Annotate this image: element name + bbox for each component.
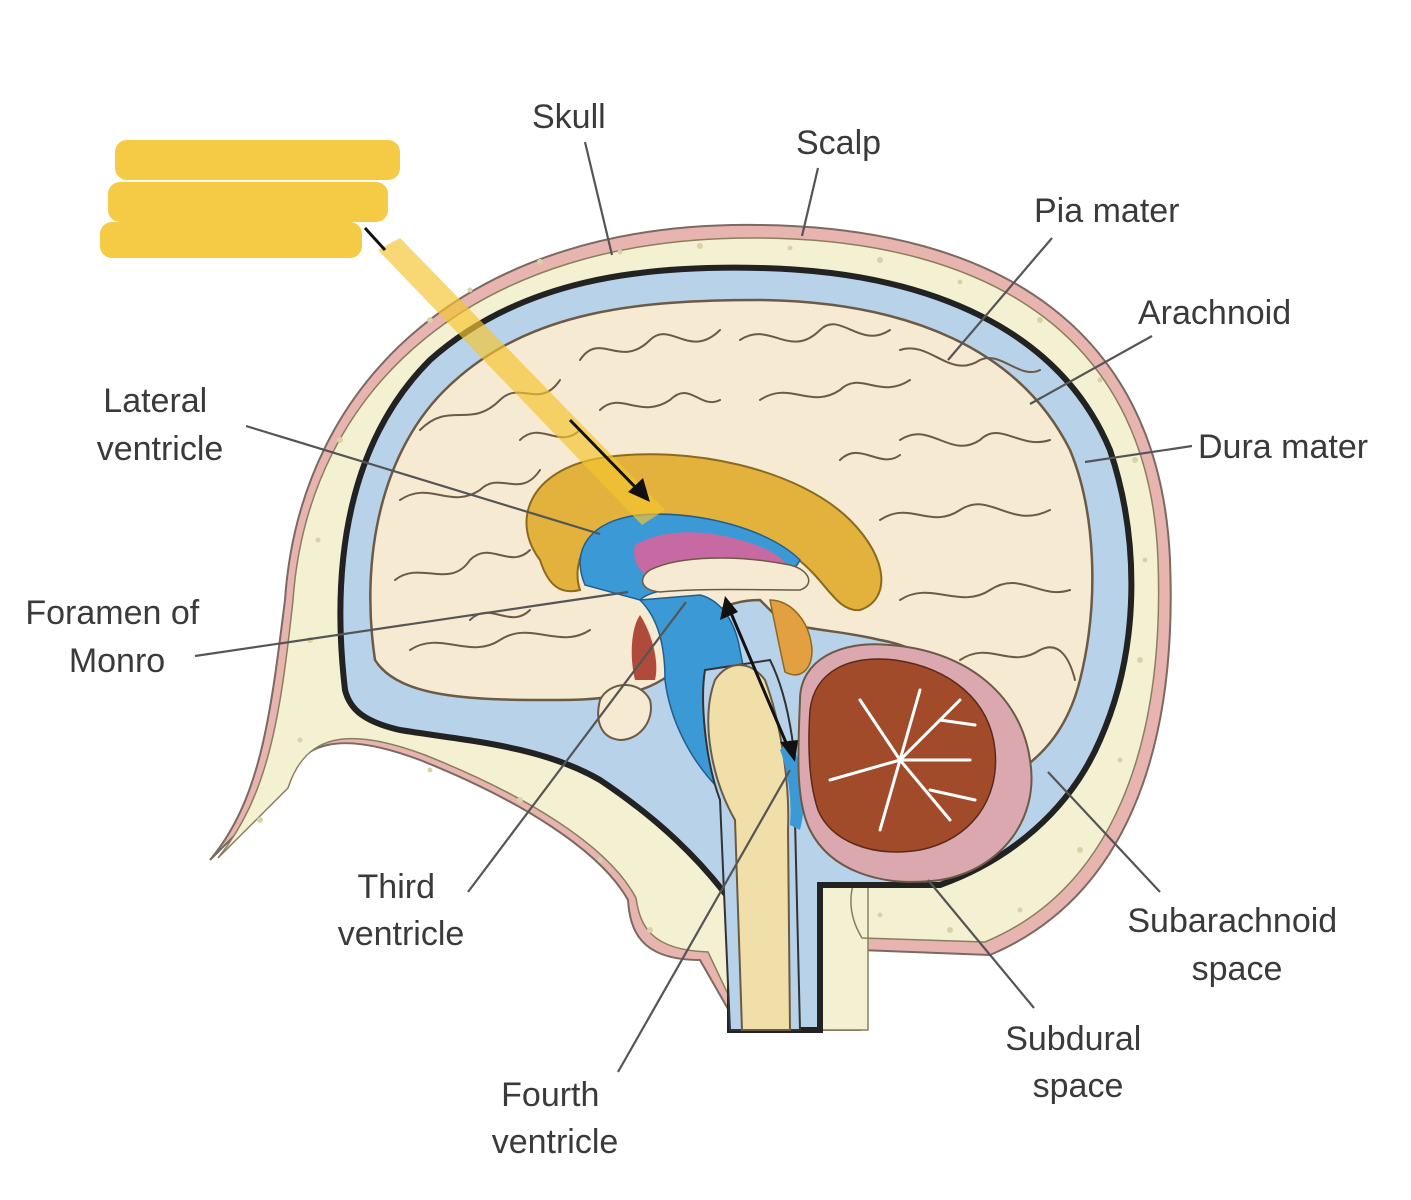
label-third-line1: Third <box>358 868 435 906</box>
label-foramen-line2: Monro <box>69 642 165 680</box>
leader-third-ventricle <box>467 601 687 893</box>
arbor-vitae <box>828 688 977 832</box>
annotation-arrows <box>363 226 798 762</box>
label-lateral-ventricle-line1: Lateral <box>103 382 207 420</box>
labels: Skull Scalp Pia mater Arachnoid Dura mat… <box>25 98 1368 1161</box>
label-lateral-ventricle: Lateral ventricle <box>97 382 224 468</box>
label-subdural-line2: space <box>1033 1067 1124 1105</box>
leader-subarachnoid-space <box>1047 771 1161 893</box>
label-fourth-line2: ventricle <box>492 1123 619 1161</box>
highlighter-annotation <box>100 140 665 525</box>
label-third-line2: ventricle <box>338 915 465 953</box>
redaction-bar-3 <box>100 222 362 258</box>
leader-lateral-ventricle <box>245 424 601 536</box>
label-skull: Skull <box>532 98 606 136</box>
redaction-bar-2 <box>108 182 388 222</box>
leader-subdural-space <box>927 879 1035 1009</box>
midline-structures <box>525 453 883 801</box>
leader-fourth-ventricle <box>617 769 791 1073</box>
leader-lines <box>194 141 1193 1073</box>
brainstem <box>597 599 813 1031</box>
arrow-to-lateral-ventricle <box>568 418 642 494</box>
double-arrow-aqueduct <box>726 605 792 753</box>
midbrain-tectum <box>769 599 813 676</box>
label-foramen-of-monro: Foramen of Monro <box>25 594 208 680</box>
leader-arachnoid <box>1029 335 1153 405</box>
label-fourth-ventricle: Fourth ventricle <box>492 1076 619 1161</box>
brainstem-body <box>707 664 792 1031</box>
hypothalamus-region <box>631 615 657 680</box>
label-lateral-ventricle-line2: ventricle <box>97 430 224 468</box>
leader-scalp <box>800 167 820 237</box>
label-subdural-line1: Subdural <box>1005 1020 1141 1058</box>
label-foramen-line1: Foramen of <box>25 594 199 632</box>
leader-dura-mater <box>1084 444 1193 464</box>
redaction-bar-1 <box>115 140 400 180</box>
fornix <box>641 557 810 593</box>
label-arachnoid: Arachnoid <box>1138 294 1291 332</box>
leader-skull <box>583 141 614 256</box>
label-scalp: Scalp <box>796 124 881 162</box>
label-subarachnoid-line2: space <box>1192 950 1283 988</box>
cerebellum <box>797 643 1033 883</box>
leader-pia-mater <box>947 237 1053 361</box>
highlight-stroke <box>378 238 665 525</box>
label-subdural-space: Subdural space <box>1005 1020 1151 1105</box>
label-pia-mater: Pia mater <box>1034 192 1180 230</box>
label-third-ventricle: Third ventricle <box>338 868 465 953</box>
leader-foramen-of-monro <box>194 590 629 658</box>
label-subarachnoid-line1: Subarachnoid <box>1127 902 1337 940</box>
label-subarachnoid-space: Subarachnoid space <box>1127 902 1346 988</box>
label-dura-mater: Dura mater <box>1198 428 1368 466</box>
label-fourth-line1: Fourth <box>501 1076 599 1114</box>
